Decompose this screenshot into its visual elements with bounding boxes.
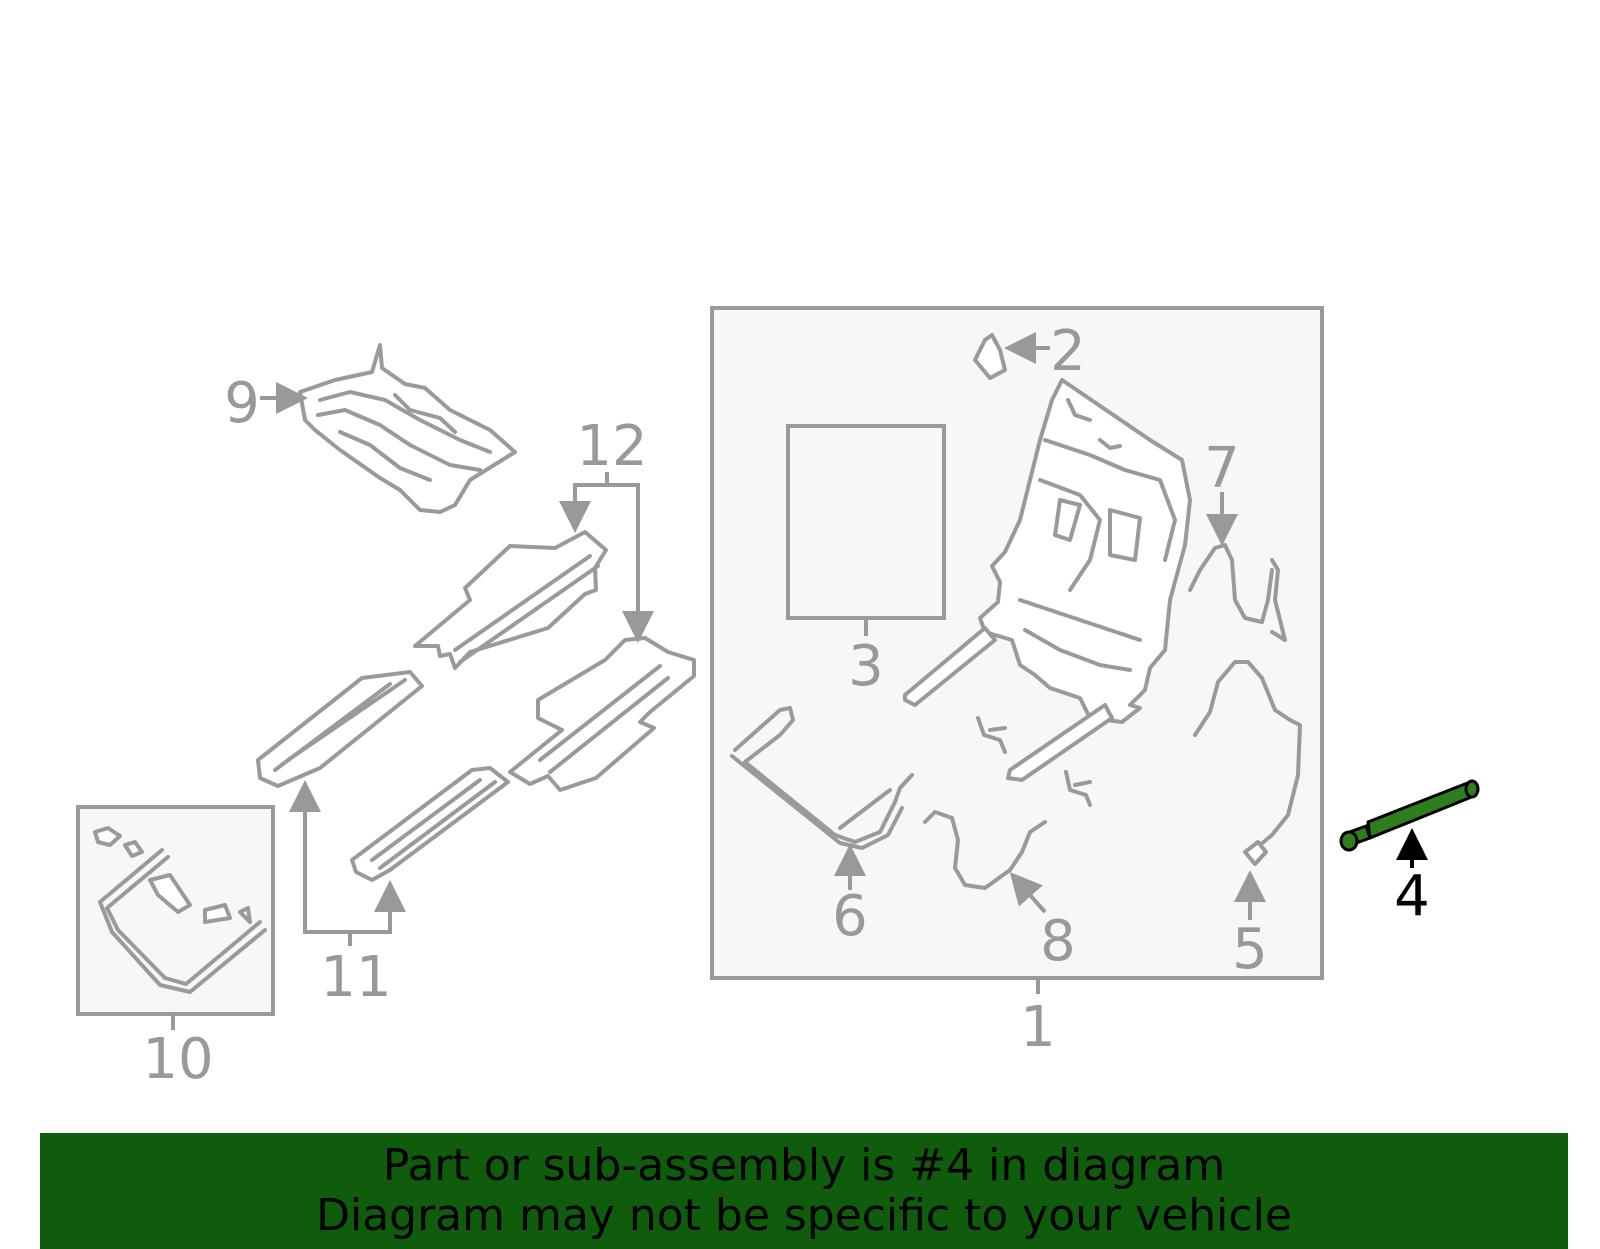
seat-cushion-rails[interactable] [903, 626, 1114, 782]
callout-9: 9 [224, 371, 260, 436]
part-9-cushion-pan[interactable] [298, 343, 517, 514]
callout-7: 7 [1204, 436, 1240, 501]
callout-5: 5 [1232, 917, 1268, 982]
callout-12: 12 [576, 414, 647, 479]
seat-brackets[interactable] [976, 716, 1092, 807]
info-banner: Part or sub-assembly is #4 in diagram Di… [40, 1133, 1568, 1249]
part-12-bracket [559, 472, 654, 643]
part-12-lower-cover[interactable] [508, 636, 696, 792]
banner-line-1: Part or sub-assembly is #4 in diagram [382, 1140, 1226, 1191]
banner-line-2: Diagram may not be specific to your vehi… [316, 1190, 1292, 1241]
part-11-bracket [289, 780, 406, 946]
callout-3: 3 [848, 634, 884, 699]
part-11-right-cover[interactable] [350, 766, 510, 882]
part-5-cable[interactable] [1193, 660, 1302, 866]
callout-6: 6 [832, 884, 868, 949]
callout-1: 1 [1020, 995, 1056, 1060]
callout-4: 4 [1394, 864, 1430, 929]
part-11-left-cover[interactable] [256, 670, 424, 788]
part-12-upper-cover[interactable] [413, 530, 608, 670]
callout-2: 2 [1050, 319, 1086, 384]
part-8-wire[interactable] [923, 810, 1047, 890]
trim-kit-box [786, 424, 946, 620]
part-10-harness[interactable] [93, 826, 267, 994]
part-7-cable[interactable] [1188, 543, 1287, 642]
callout-8: 8 [1040, 909, 1076, 974]
callout-10: 10 [142, 1027, 213, 1092]
part-2-clip[interactable] [973, 333, 1007, 380]
part-4-highlighted[interactable] [1339, 779, 1480, 852]
callout-11: 11 [320, 945, 391, 1010]
seat-back-frame[interactable] [978, 378, 1192, 724]
